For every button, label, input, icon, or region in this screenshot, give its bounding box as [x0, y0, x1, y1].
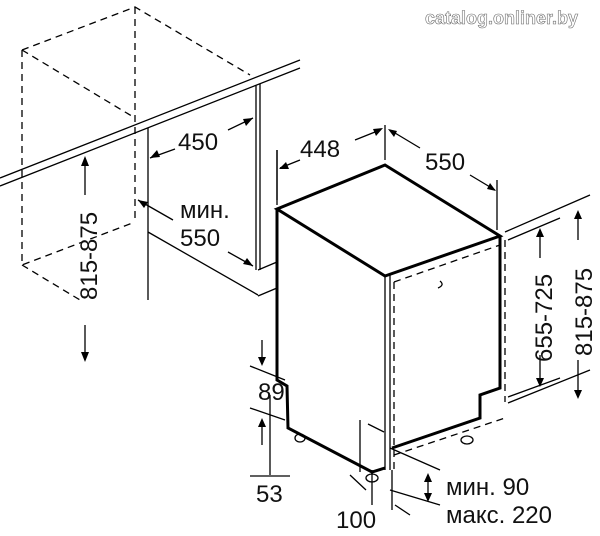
cabinet-outline — [0, 6, 301, 301]
cabinet-depth-value: 550 — [180, 225, 220, 252]
offset-label: 100 — [336, 507, 376, 534]
cabinet-width-label: 450 — [178, 129, 218, 156]
cabinet-depth-min-label: мин. — [180, 197, 230, 224]
watermark: catalog.onliner.by — [425, 8, 578, 28]
plinth-min-label: мин. 90 — [446, 474, 529, 501]
dishwasher-width-label: 448 — [300, 136, 340, 163]
cabinet-dimensions — [81, 117, 254, 362]
dishwasher-dimensions — [249, 125, 591, 516]
plinth-max-label: макс. 220 — [446, 502, 552, 529]
cabinet-height-label: 815-875 — [76, 212, 103, 300]
door-height-label: 655-725 — [531, 274, 558, 362]
foot-label: 53 — [256, 481, 283, 508]
plinth-label: 89 — [258, 379, 285, 406]
total-height-label: 815-875 — [571, 268, 598, 356]
dishwasher-depth-label: 550 — [425, 149, 465, 176]
dishwasher-outline — [273, 163, 506, 483]
